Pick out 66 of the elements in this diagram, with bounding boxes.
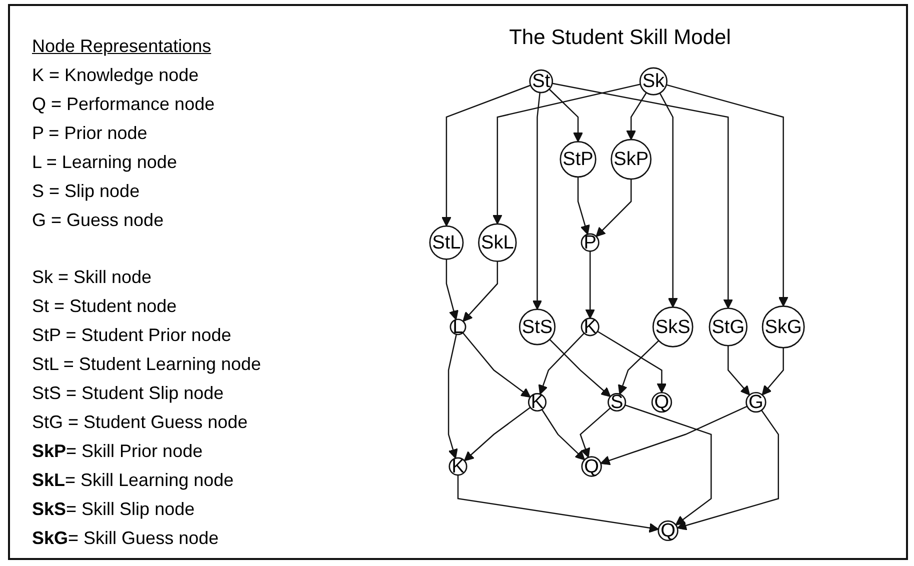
- arrow: [659, 92, 678, 308]
- legend-entry: StS = Student Slip node: [32, 382, 225, 405]
- node-circle: SkP: [610, 138, 652, 180]
- arrow: [624, 404, 712, 526]
- arrow: [666, 84, 788, 307]
- arrow: [585, 251, 596, 319]
- arrow: [532, 92, 542, 310]
- arrow: [462, 332, 531, 398]
- node-circle: StG: [708, 308, 748, 346]
- arrow: [626, 92, 647, 140]
- arrow: [541, 409, 586, 460]
- node-circle: Sk: [639, 67, 668, 96]
- diagram-title: The Student Skill Model: [508, 26, 732, 50]
- node-circle: StS: [518, 308, 556, 346]
- arrow: [762, 348, 784, 396]
- node-circle: L: [450, 318, 466, 336]
- legend-entry: StL = Student Learning node: [32, 353, 262, 376]
- legend-heading: Node Representations: [32, 35, 212, 58]
- node-circle: Q: [581, 456, 602, 477]
- legend-entry: StP = Student Prior node: [32, 324, 232, 347]
- node-circle: K: [448, 457, 468, 476]
- legend-entry: S = Slip node: [32, 180, 141, 203]
- node-circle: P: [580, 233, 600, 252]
- arrow: [577, 176, 590, 235]
- node-circle: St: [529, 69, 554, 94]
- arrow: [618, 340, 660, 395]
- legend-entry: St = Student node: [32, 295, 178, 318]
- legend-entry: SkP= Skill Prior node: [32, 440, 204, 463]
- node-circle: SkL: [478, 223, 517, 262]
- node-circle: StP: [560, 140, 596, 178]
- arrow: [552, 82, 734, 309]
- node-circle: SkS: [652, 306, 694, 348]
- arrow: [600, 406, 748, 466]
- arrow: [442, 84, 531, 226]
- legend-entry: L = Learning node: [32, 151, 178, 174]
- legend-entry: G = Guess node: [32, 209, 165, 232]
- arrow: [446, 259, 459, 320]
- arrow: [676, 410, 779, 530]
- arrow: [462, 261, 498, 322]
- arrow: [597, 330, 667, 394]
- legend-entry: K = Knowledge node: [32, 64, 200, 87]
- arrow: [538, 332, 585, 395]
- legend-entry: Sk = Skill node: [32, 266, 153, 289]
- arrow: [549, 338, 611, 398]
- arrow: [448, 334, 458, 459]
- legend-entry: SkG= Skill Guess node: [32, 527, 220, 550]
- legend-entry: StG = Student Guess node: [32, 411, 249, 434]
- legend-entry: P = Prior node: [32, 122, 148, 145]
- node-circle: G: [746, 392, 766, 413]
- arrow: [464, 406, 531, 462]
- arrow: [580, 408, 611, 458]
- node-circle: K: [528, 393, 547, 412]
- arrow: [492, 84, 641, 224]
- arrow: [548, 88, 583, 142]
- node-circle: Q: [651, 392, 672, 413]
- node-circle: S: [608, 393, 626, 412]
- arrow: [596, 179, 632, 237]
- arrow: [728, 346, 750, 396]
- node-circle: K: [580, 318, 600, 336]
- node-circle: StL: [429, 225, 464, 260]
- arrow: [457, 475, 659, 533]
- legend-entry: Q = Performance node: [32, 93, 216, 116]
- legend-entry: SkL= Skill Learning node: [32, 469, 235, 492]
- legend-entry: SkS= Skill Slip node: [32, 498, 196, 521]
- node-circle: SkG: [762, 305, 805, 348]
- node-circle: Q: [658, 520, 678, 542]
